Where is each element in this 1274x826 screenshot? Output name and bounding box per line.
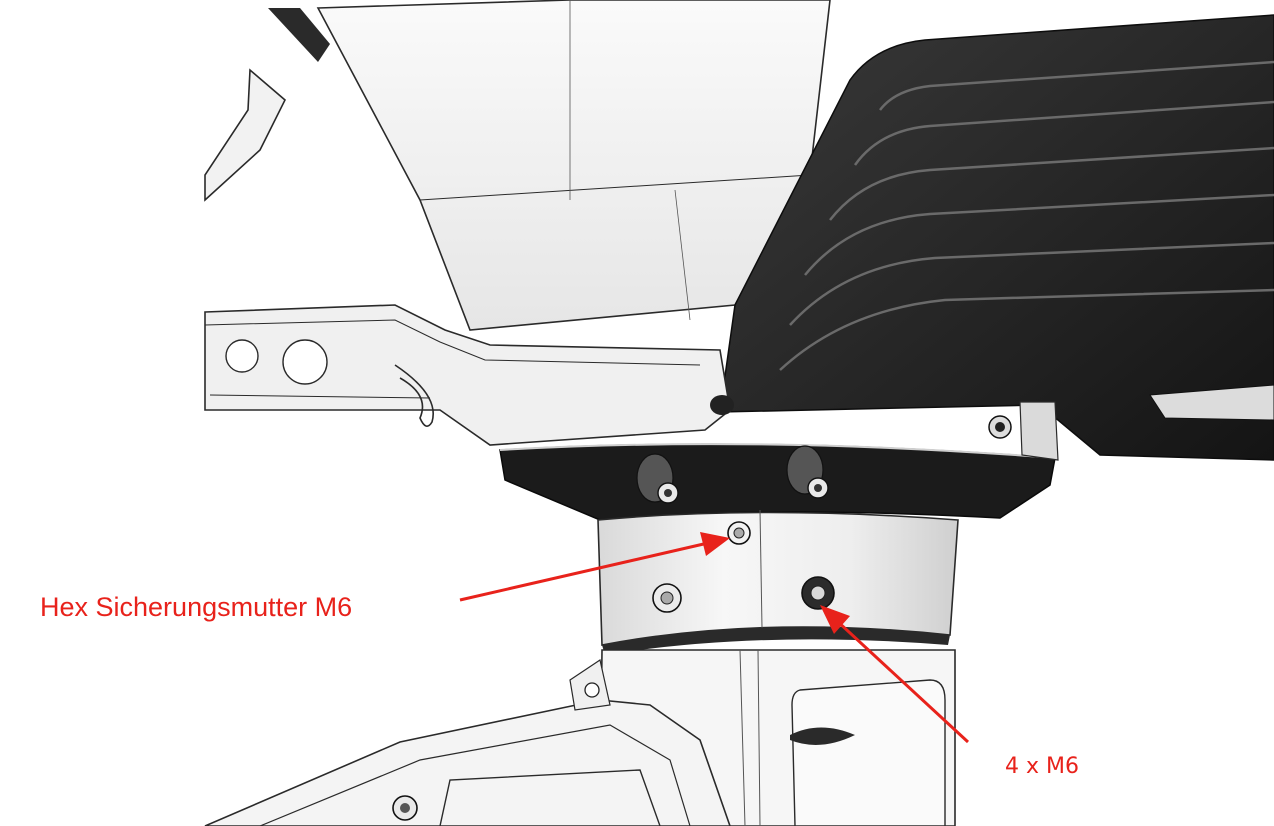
dark-mount-ring (499, 443, 1056, 521)
lower-frame (204, 699, 731, 826)
left-bracket (204, 68, 286, 202)
dark-seat (719, 14, 1274, 461)
spring-pin (394, 364, 434, 427)
callout-hex-lock-nut: Hex Sicherungsmutter M6 (40, 592, 353, 622)
clamp-collar (597, 511, 959, 646)
arrow-icon (459, 532, 730, 602)
callout-bolts: 4 x M6 (1005, 754, 1079, 779)
column-window (791, 679, 946, 826)
seat-grooves (779, 60, 1274, 371)
handle-bar (268, 8, 330, 62)
frame-hole (225, 339, 259, 373)
collar-fasteners (652, 521, 835, 613)
arrow-icon (820, 605, 970, 744)
frame-plate (204, 304, 731, 446)
